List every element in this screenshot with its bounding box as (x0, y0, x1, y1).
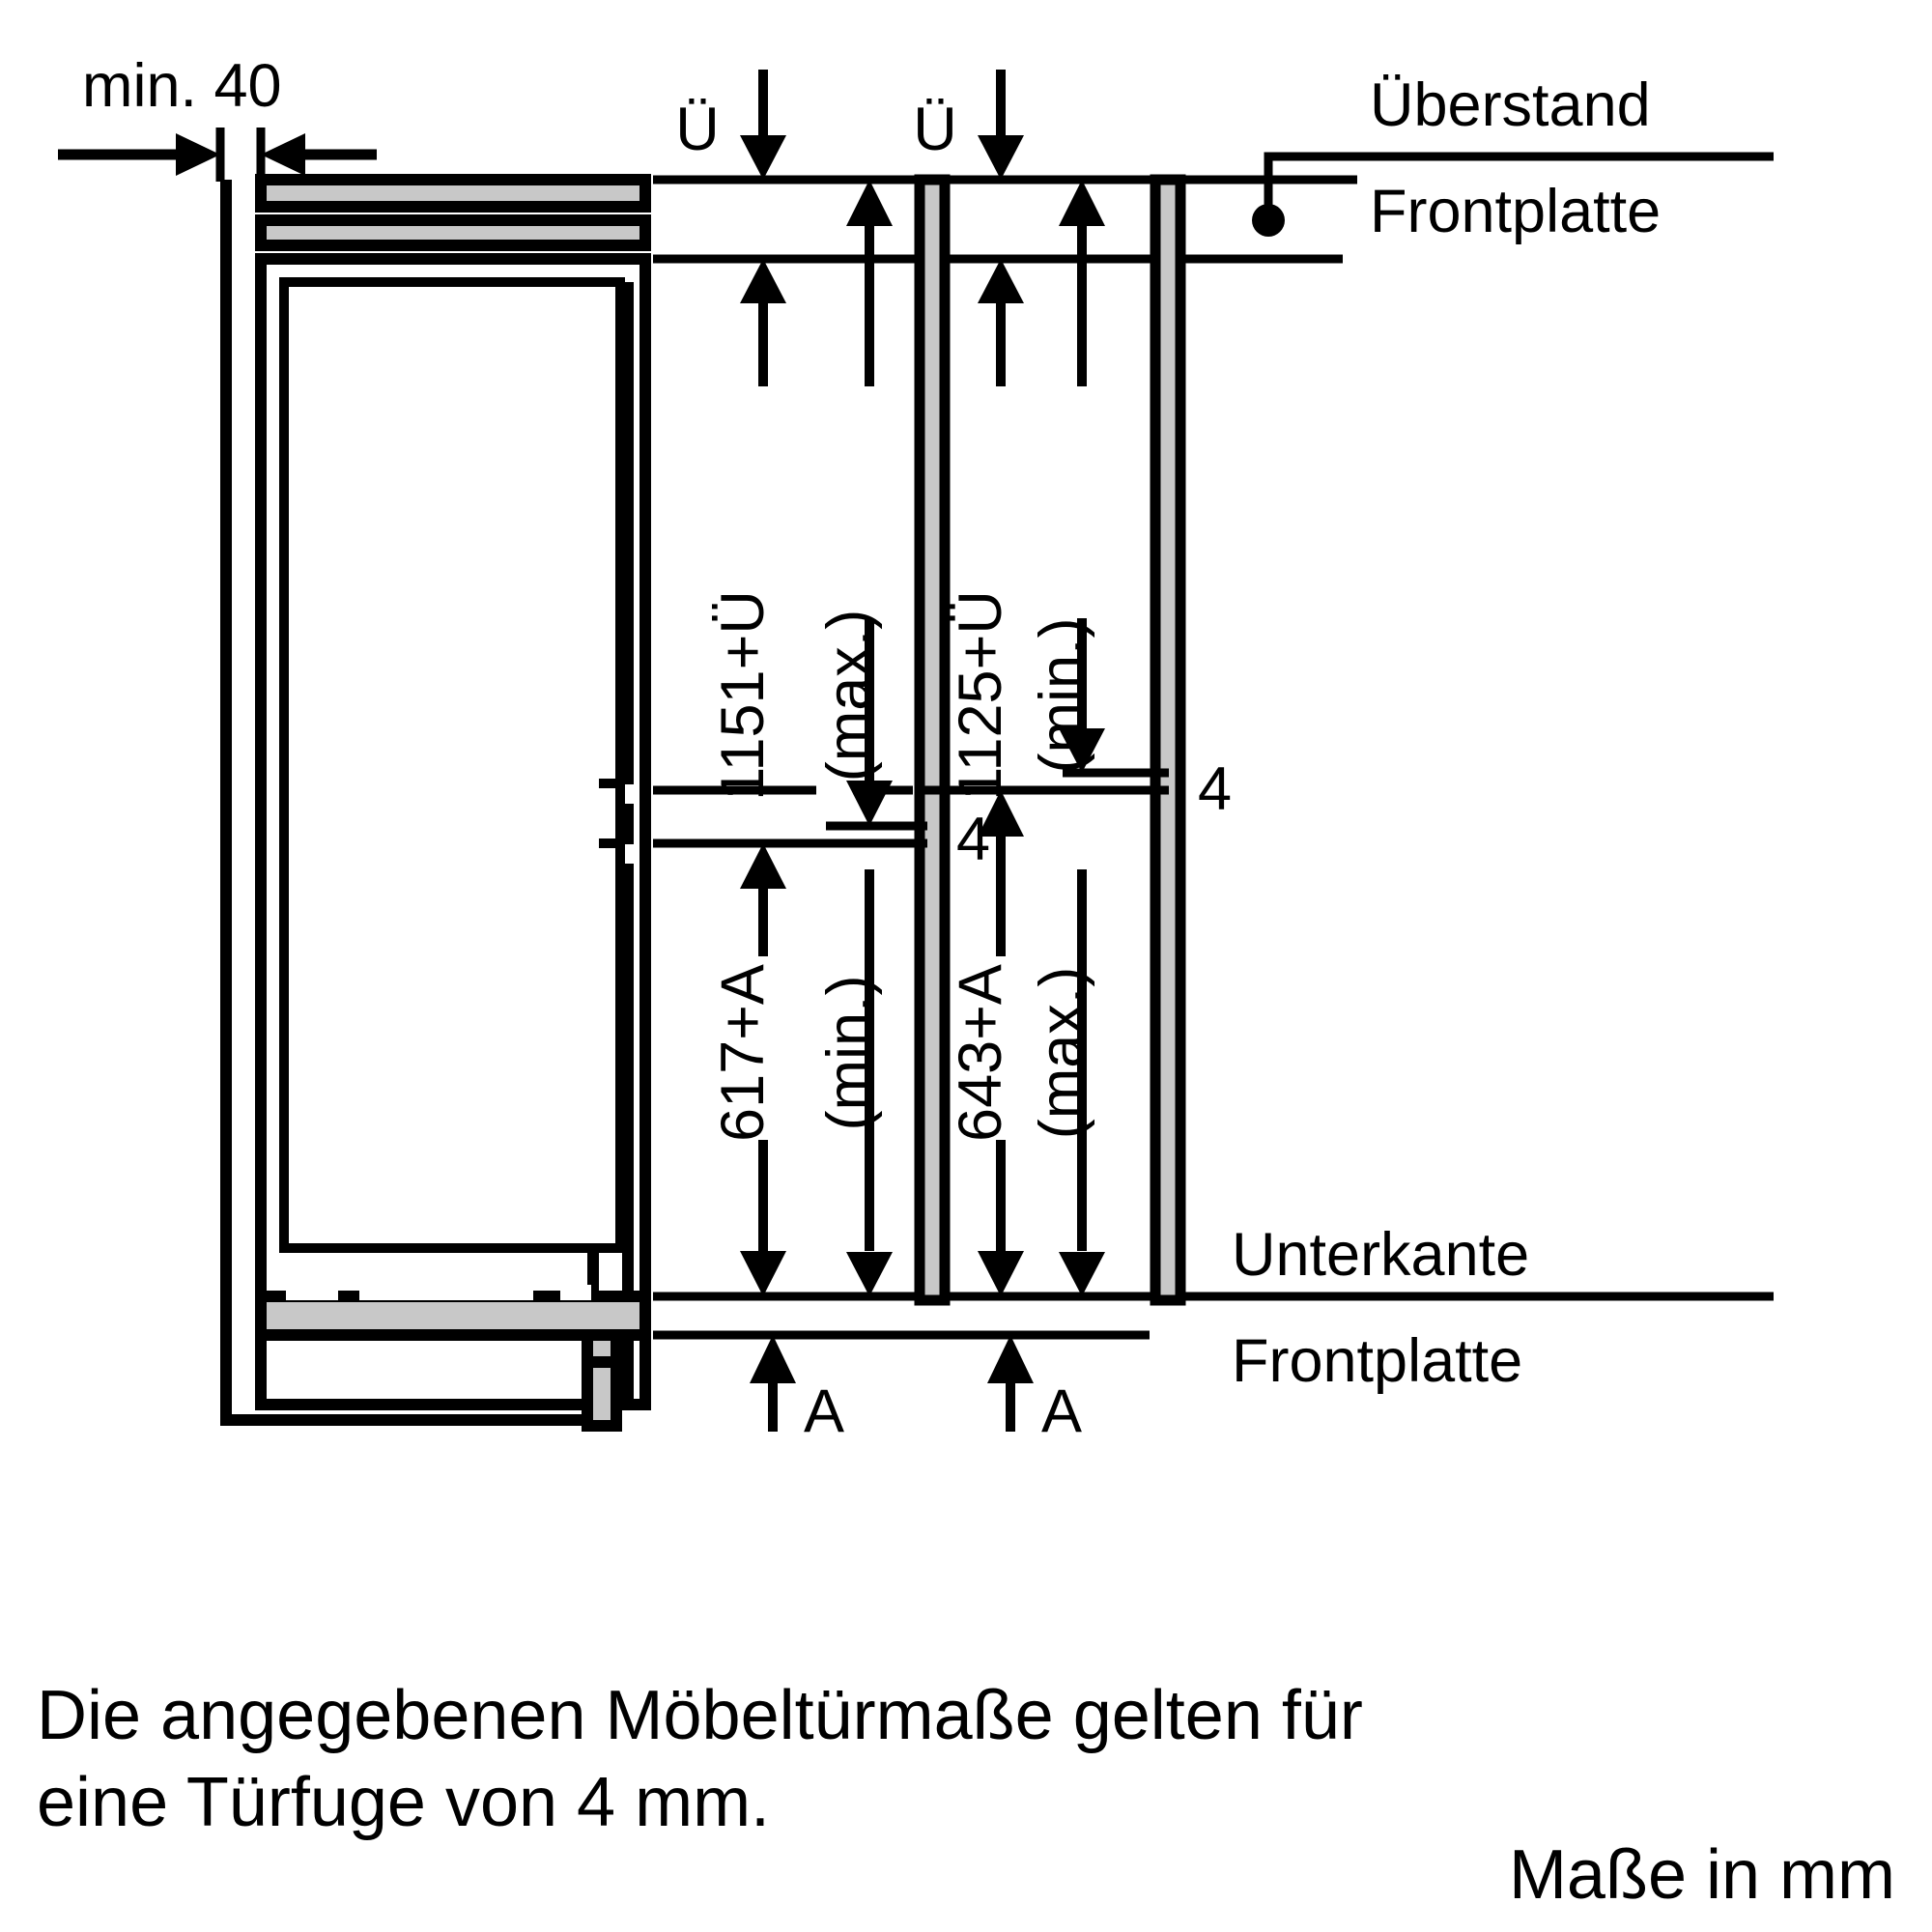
dim-617-qualifier: (min.) (815, 976, 883, 1131)
appliance-top-panels-group (255, 174, 651, 1410)
dim-1151-qualifier: (max.) (815, 610, 883, 781)
min40-dimension-group (58, 128, 377, 182)
dim-1151-group: 1151+Ü (max.) (709, 180, 893, 826)
dim-1151-outer-arrowhead-top (846, 180, 893, 226)
ue-label-left: Ü (675, 96, 720, 163)
min40-arrowhead-left (176, 133, 220, 176)
front-panel-strip-left (914, 174, 951, 1306)
hinge-notch-lower (599, 838, 624, 848)
top-panel-upper (255, 174, 651, 213)
dim-1125-group: 1125+Ü (min.) (947, 180, 1105, 801)
appliance-door-group (599, 282, 634, 1405)
ue-arrow-right-group (978, 70, 1024, 180)
door-leaf-mid (622, 804, 634, 844)
dim-1151-value: 1151+Ü (709, 590, 777, 801)
a-label-left: A (804, 1378, 844, 1445)
door-leaf-upper (622, 282, 634, 784)
ueberstand-leader-group (1252, 152, 1774, 237)
unterkante-label-line1: Unterkante (1232, 1221, 1529, 1289)
ue-label-right: Ü (913, 96, 957, 163)
caption-line-1: Die angegebenen Möbeltürmaße gelten für (37, 1677, 1363, 1754)
ue-arrow-left-head (740, 135, 786, 180)
ue-arrow-left-group (740, 70, 786, 180)
appliance-inner-cavity (279, 277, 625, 1253)
caption-line-2: eine Türfuge von 4 mm. (37, 1764, 770, 1841)
ueberstand-label-line2: Frontplatte (1370, 178, 1661, 245)
a-label-right: A (1041, 1378, 1082, 1445)
a-arrow-right-head (987, 1335, 1034, 1383)
min40-arrowhead-right (261, 133, 305, 176)
reference-lines-group (653, 175, 1774, 1340)
unterkante-label-line2: Frontplatte (1232, 1327, 1522, 1395)
dim-1125-qualifier: (min.) (1028, 618, 1095, 774)
dim-643-value: 643+A (947, 964, 1014, 1142)
dim-617-group: 617+A (min.) (709, 843, 893, 1296)
dim-1125-value: 1125+Ü (947, 590, 1014, 801)
units-note: Maße in mm (1509, 1836, 1895, 1914)
cabinet-bottom (220, 1414, 599, 1426)
a-arrow-right-group: A (987, 1335, 1082, 1445)
a-arrow-left-head (750, 1335, 796, 1383)
panel-strips-group (914, 174, 1186, 1306)
dim-643-qualifier: (max.) (1028, 967, 1095, 1139)
base-slot-right (560, 1285, 591, 1300)
dim-617-outer-arrowhead (846, 1252, 893, 1296)
ueberstand-leader-line (1264, 152, 1774, 220)
dim-1125-outer-arrowhead-bottom (1059, 728, 1105, 773)
dim-643-upper-arrowhead (978, 790, 1024, 837)
base-slot-left (286, 1285, 338, 1300)
gap-left-label: 4 (956, 806, 990, 873)
ueberstand-label-line1: Überstand (1370, 71, 1651, 139)
gap-step-left-group: 4 (653, 785, 990, 873)
dim-643-lower-arrowhead (978, 1251, 1024, 1296)
top-panel-lower (255, 214, 651, 251)
cabinet-outline-group (220, 180, 599, 1426)
dim-1125-inner-arrowhead (978, 259, 1024, 303)
hinge-notch-upper (599, 779, 624, 788)
dim-643-outer-arrowhead (1059, 1252, 1105, 1296)
dim-1125-outer-arrowhead-top (1059, 180, 1105, 226)
min40-label: min. 40 (82, 52, 282, 120)
gap-right-label: 4 (1198, 755, 1232, 823)
appliance-body-outline (255, 253, 651, 1410)
front-panel-strip-right (1150, 174, 1186, 1306)
base-slot-center (359, 1285, 533, 1300)
ue-arrow-right-head (978, 135, 1024, 180)
dim-617-value: 617+A (709, 964, 777, 1142)
dim-643-group: 643+A (max.) (947, 790, 1105, 1296)
door-leaf-lower (622, 864, 634, 1405)
cabinet-left-wall (220, 180, 232, 1426)
appliance-base-group (255, 1285, 651, 1432)
dim-1151-inner-arrowhead (740, 259, 786, 303)
base-plinth-bar (255, 1291, 651, 1341)
a-arrow-left-group: A (750, 1335, 844, 1445)
dim-617-upper-arrowhead (740, 843, 786, 889)
dim-617-lower-arrowhead (740, 1251, 786, 1296)
gap-step-right-group: 4 (918, 755, 1232, 823)
foot-block-lower (582, 1356, 622, 1432)
